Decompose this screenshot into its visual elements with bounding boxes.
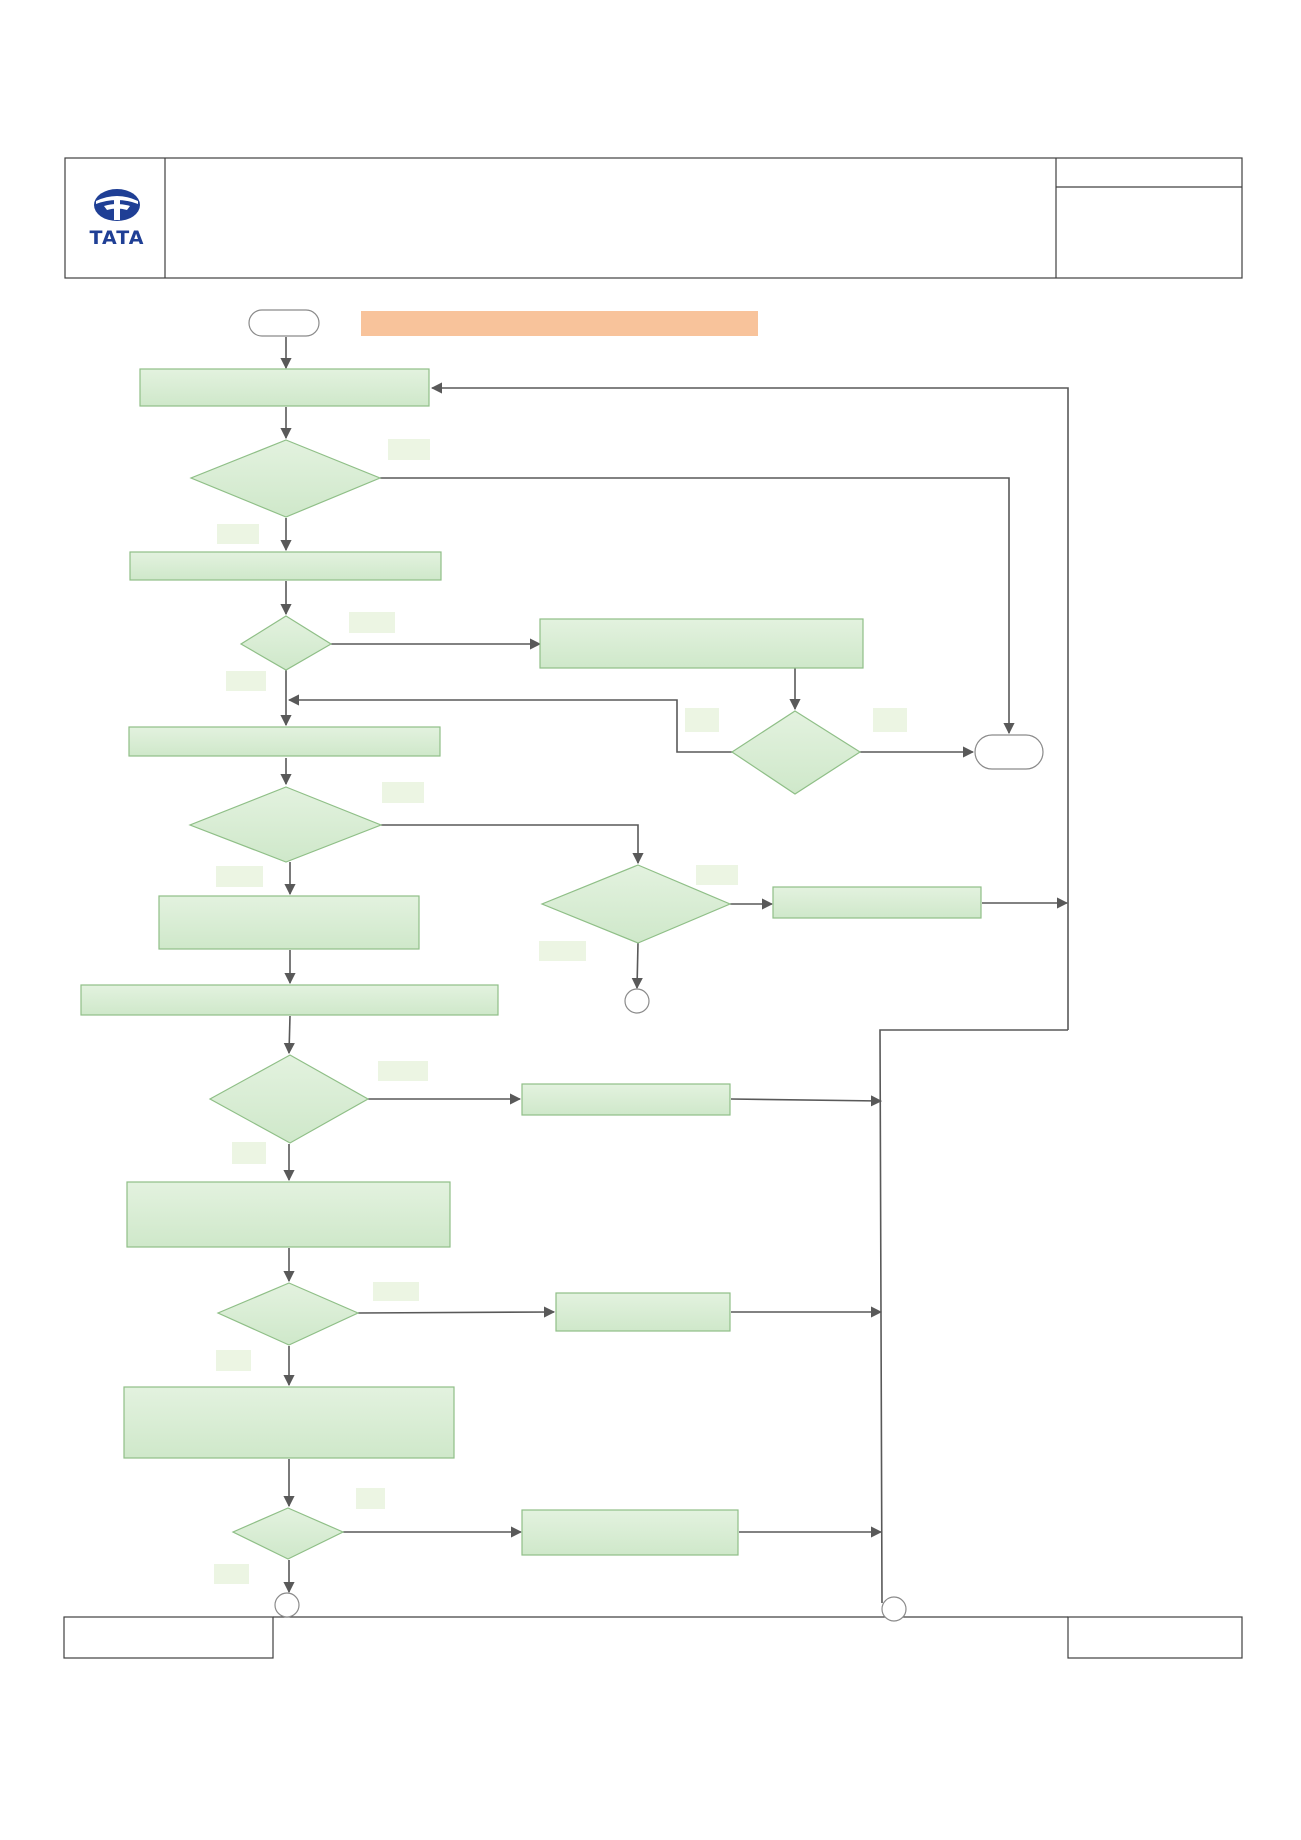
connector-circle <box>881 1596 907 1622</box>
no-label <box>214 1564 249 1584</box>
decision-diamond <box>189 439 382 518</box>
no-label <box>216 1350 251 1371</box>
process-box <box>539 618 864 669</box>
decision-diamond <box>540 864 732 944</box>
no-label <box>232 1142 266 1164</box>
no-label <box>216 866 263 887</box>
no-label <box>539 941 586 961</box>
branch-labels <box>214 439 907 1584</box>
process-box <box>129 551 442 581</box>
start-terminator <box>248 309 320 337</box>
tata-logo: TATA <box>90 189 145 249</box>
yes-label <box>356 1488 385 1509</box>
header-block <box>64 157 1243 279</box>
decision-diamonds <box>188 439 862 1560</box>
note-banner <box>361 311 758 336</box>
decision-diamond <box>239 615 333 671</box>
end-terminator <box>974 734 1044 770</box>
no-label <box>217 524 259 544</box>
logo-wordmark: TATA <box>90 227 145 249</box>
no-label <box>226 671 266 691</box>
process-boxes <box>80 368 982 1556</box>
no-label <box>685 708 719 732</box>
connector-circle <box>624 988 650 1014</box>
process-box <box>126 1181 451 1248</box>
connector-lines <box>280 337 1069 1604</box>
process-box <box>158 895 420 950</box>
off-page-connectors <box>274 988 907 1622</box>
process-box <box>521 1509 739 1556</box>
yes-label <box>388 439 430 460</box>
process-box <box>80 984 499 1016</box>
decision-diamond <box>730 710 862 795</box>
process-box <box>772 886 982 919</box>
footer-block <box>63 1616 1243 1659</box>
yes-label <box>696 865 738 885</box>
connector-circle <box>274 1592 300 1618</box>
decision-diamond <box>231 1507 345 1560</box>
yes-label <box>382 782 424 803</box>
yes-label <box>349 612 395 633</box>
process-box <box>139 368 430 407</box>
yes-label <box>378 1061 428 1081</box>
process-box <box>521 1083 731 1116</box>
process-box <box>128 726 441 757</box>
decision-diamond <box>216 1282 360 1346</box>
yes-label <box>373 1282 419 1301</box>
process-box <box>555 1292 731 1332</box>
decision-diamond <box>208 1054 370 1144</box>
process-box <box>123 1386 455 1459</box>
yes-label <box>873 708 907 732</box>
decision-diamond <box>188 786 383 863</box>
